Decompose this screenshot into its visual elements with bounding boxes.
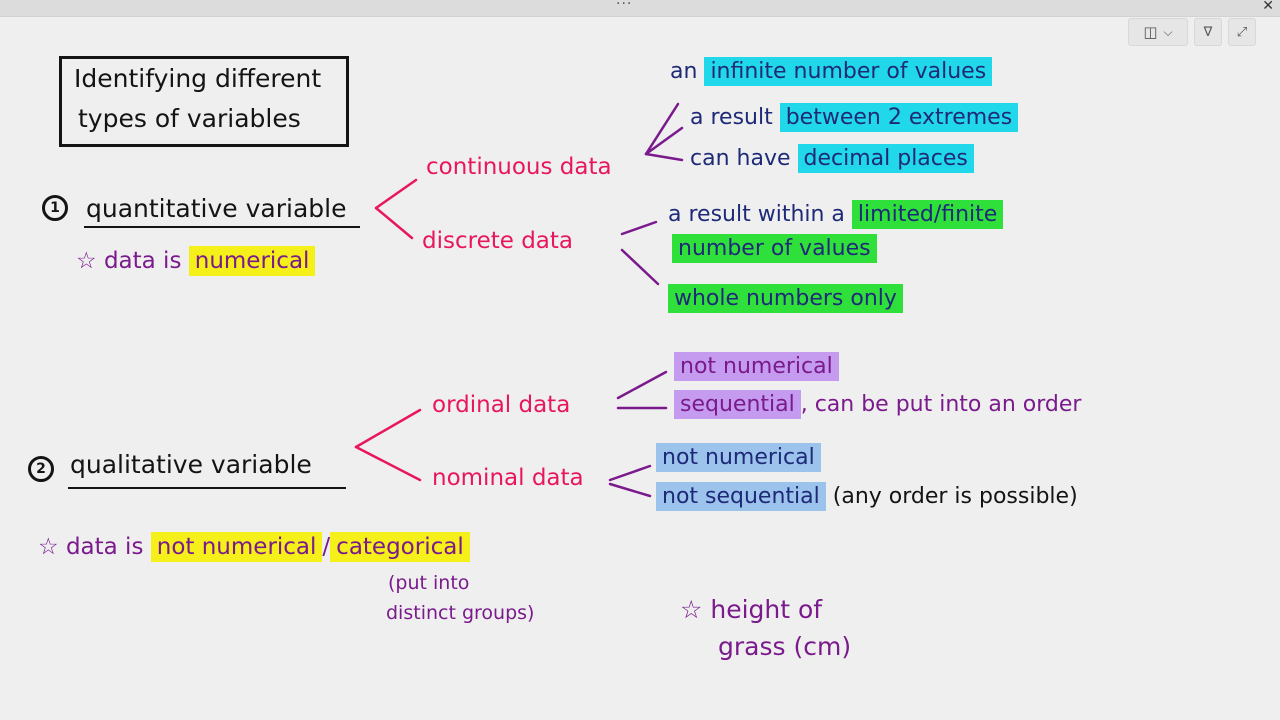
star-icon: ☆ <box>38 534 59 560</box>
categorical-highlight: categorical <box>330 532 470 562</box>
quantitative-underline <box>84 226 360 228</box>
categorical-explanation-line2: distinct groups) <box>386 602 535 624</box>
close-icon[interactable]: ✕ <box>1262 0 1274 14</box>
continuous-point2-line <box>644 126 684 156</box>
discrete-data-label: discrete data <box>422 228 574 254</box>
discrete-point-2: whole numbers only <box>668 284 903 313</box>
number-one-badge: 1 <box>42 195 68 221</box>
example-line2: grass (cm) <box>718 632 852 661</box>
continuous-point-3: can have decimal places <box>690 144 974 173</box>
nominal-point-1: not numerical <box>656 443 821 472</box>
quantitative-variable-label: quantitative variable <box>86 194 347 223</box>
ordinal-point-2: sequential, can be put into an order <box>674 390 1081 419</box>
expand-button[interactable]: ⤢ <box>1228 18 1256 46</box>
ordinal-point1-line <box>616 370 668 400</box>
decimal-places-highlight: decimal places <box>797 144 974 173</box>
infinite-values-highlight: infinite number of values <box>704 57 993 86</box>
layout-dropdown-button[interactable]: ◫ ⌵ <box>1128 18 1188 46</box>
discrete-point-1: a result within a limited/finite <box>668 200 1004 229</box>
window-title-bar[interactable]: ··· ✕ <box>0 0 1280 17</box>
branch-continuous-line <box>374 178 418 210</box>
example-line1: ☆ height of <box>680 595 823 624</box>
title-line1: Identifying different <box>74 64 322 93</box>
nominal-data-label: nominal data <box>432 465 584 491</box>
not-sequential-highlight: not sequential <box>656 482 826 511</box>
discrete-point-1-cont: number of values <box>672 234 877 263</box>
star-icon: ☆ <box>76 248 97 274</box>
ordinal-point-1: not numerical <box>674 352 839 381</box>
limited-finite-highlight: limited/finite <box>851 200 1004 229</box>
chevron-down-icon: ⌵ <box>1163 24 1173 39</box>
continuous-point-1: an infinite number of values <box>670 57 993 86</box>
title-box <box>59 56 349 147</box>
continuous-point1-line <box>644 102 680 156</box>
layout-icon: ◫ <box>1143 23 1158 41</box>
discrete-point2-line <box>620 248 660 286</box>
continuous-point3-line <box>644 152 684 162</box>
qualitative-note: ☆ data is not numerical/categorical <box>38 532 470 562</box>
number-of-values-highlight: number of values <box>672 234 877 263</box>
ordinal-not-numerical-highlight: not numerical <box>674 352 839 381</box>
categorical-explanation-line1: (put into <box>388 572 470 594</box>
branch-ordinal-line <box>354 408 422 449</box>
view-toolbar: ◫ ⌵ <box>1128 18 1188 46</box>
nominal-point2-line <box>608 482 652 498</box>
branch-discrete-line <box>374 206 414 240</box>
discrete-point1-line <box>620 220 658 236</box>
quantitative-note: ☆ data is numerical <box>76 246 316 276</box>
qualitative-variable-label: qualitative variable <box>70 450 312 479</box>
title-line2: types of variables <box>78 104 301 133</box>
continuous-point-2: a result between 2 extremes <box>690 103 1019 132</box>
star-icon: ☆ <box>680 595 703 624</box>
not-numerical-highlight: not numerical <box>150 532 323 562</box>
branch-nominal-line <box>354 445 422 482</box>
between-extremes-highlight: between 2 extremes <box>779 103 1019 132</box>
whole-numbers-highlight: whole numbers only <box>668 284 903 313</box>
nominal-point1-line <box>608 464 652 482</box>
filter-button[interactable]: ∇ <box>1194 18 1222 46</box>
continuous-data-label: continuous data <box>426 154 612 180</box>
ordinal-data-label: ordinal data <box>432 392 571 418</box>
nominal-point-2: not sequential (any order is possible) <box>656 482 1078 511</box>
numerical-highlight: numerical <box>188 246 316 276</box>
expand-icon: ⤢ <box>1236 24 1248 40</box>
filter-icon: ∇ <box>1203 24 1213 40</box>
number-two-badge: 2 <box>28 456 54 482</box>
drag-handle-icon[interactable]: ··· <box>616 0 633 12</box>
nominal-not-numerical-highlight: not numerical <box>656 443 821 472</box>
sequential-highlight: sequential <box>674 390 801 419</box>
qualitative-underline <box>68 487 346 489</box>
